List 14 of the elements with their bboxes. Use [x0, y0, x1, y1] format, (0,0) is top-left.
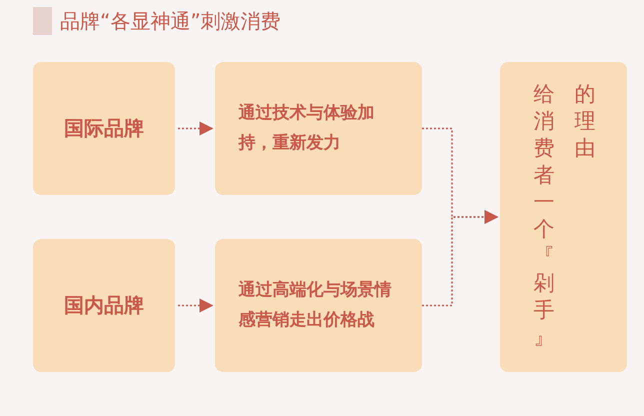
content-box — [33, 239, 175, 372]
content-box — [500, 62, 627, 372]
brand-category-label: 国际品牌 — [64, 115, 144, 142]
dotted-arrow — [178, 122, 214, 136]
content-box — [33, 62, 175, 195]
strategy-text: 通过高端化与场景情感营销走出价格战 — [238, 278, 392, 332]
conclusion-text: 给消费者一个『剁手』的理由 — [534, 81, 594, 351]
title: 品牌“各显神通”刺激消费 — [60, 8, 281, 35]
dotted-arrow — [178, 298, 214, 312]
brand-category-label: 国内品牌 — [64, 292, 144, 319]
strategy-text: 通过技术与体验加持，重新发力 — [238, 102, 376, 154]
content-box — [215, 239, 422, 372]
content-box — [215, 62, 422, 195]
dotted-arrow — [422, 210, 498, 306]
